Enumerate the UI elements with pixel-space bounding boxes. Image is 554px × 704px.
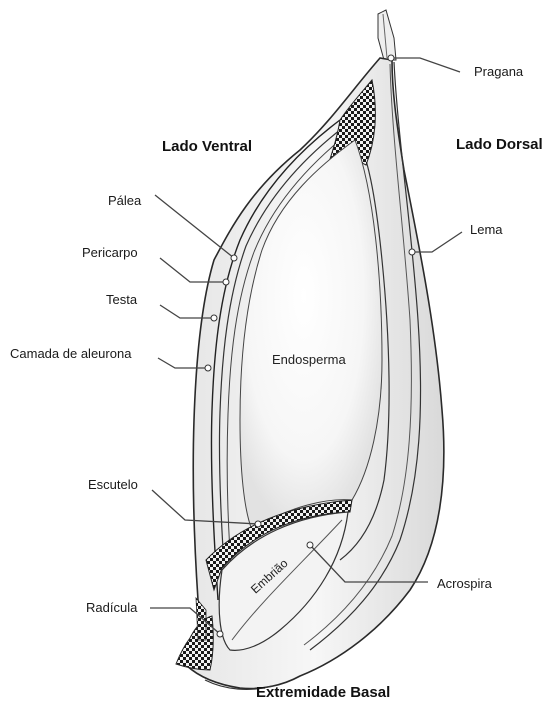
label-palea: Pálea bbox=[108, 193, 141, 208]
dorsal-side-label: Lado Dorsal bbox=[456, 136, 543, 153]
label-escutelo: Escutelo bbox=[88, 477, 138, 492]
basal-end-label: Extremidade Basal bbox=[256, 684, 390, 701]
label-lema: Lema bbox=[470, 222, 503, 237]
label-pericarpo: Pericarpo bbox=[82, 245, 138, 260]
label-radicula: Radícula bbox=[86, 600, 137, 615]
ventral-side-label: Lado Ventral bbox=[162, 138, 252, 155]
label-testa: Testa bbox=[106, 292, 137, 307]
label-pragana: Pragana bbox=[474, 64, 523, 79]
label-endosperma: Endosperma bbox=[272, 352, 346, 367]
label-acrospira: Acrospira bbox=[437, 576, 492, 591]
label-aleurona: Camada de aleurona bbox=[10, 346, 131, 361]
